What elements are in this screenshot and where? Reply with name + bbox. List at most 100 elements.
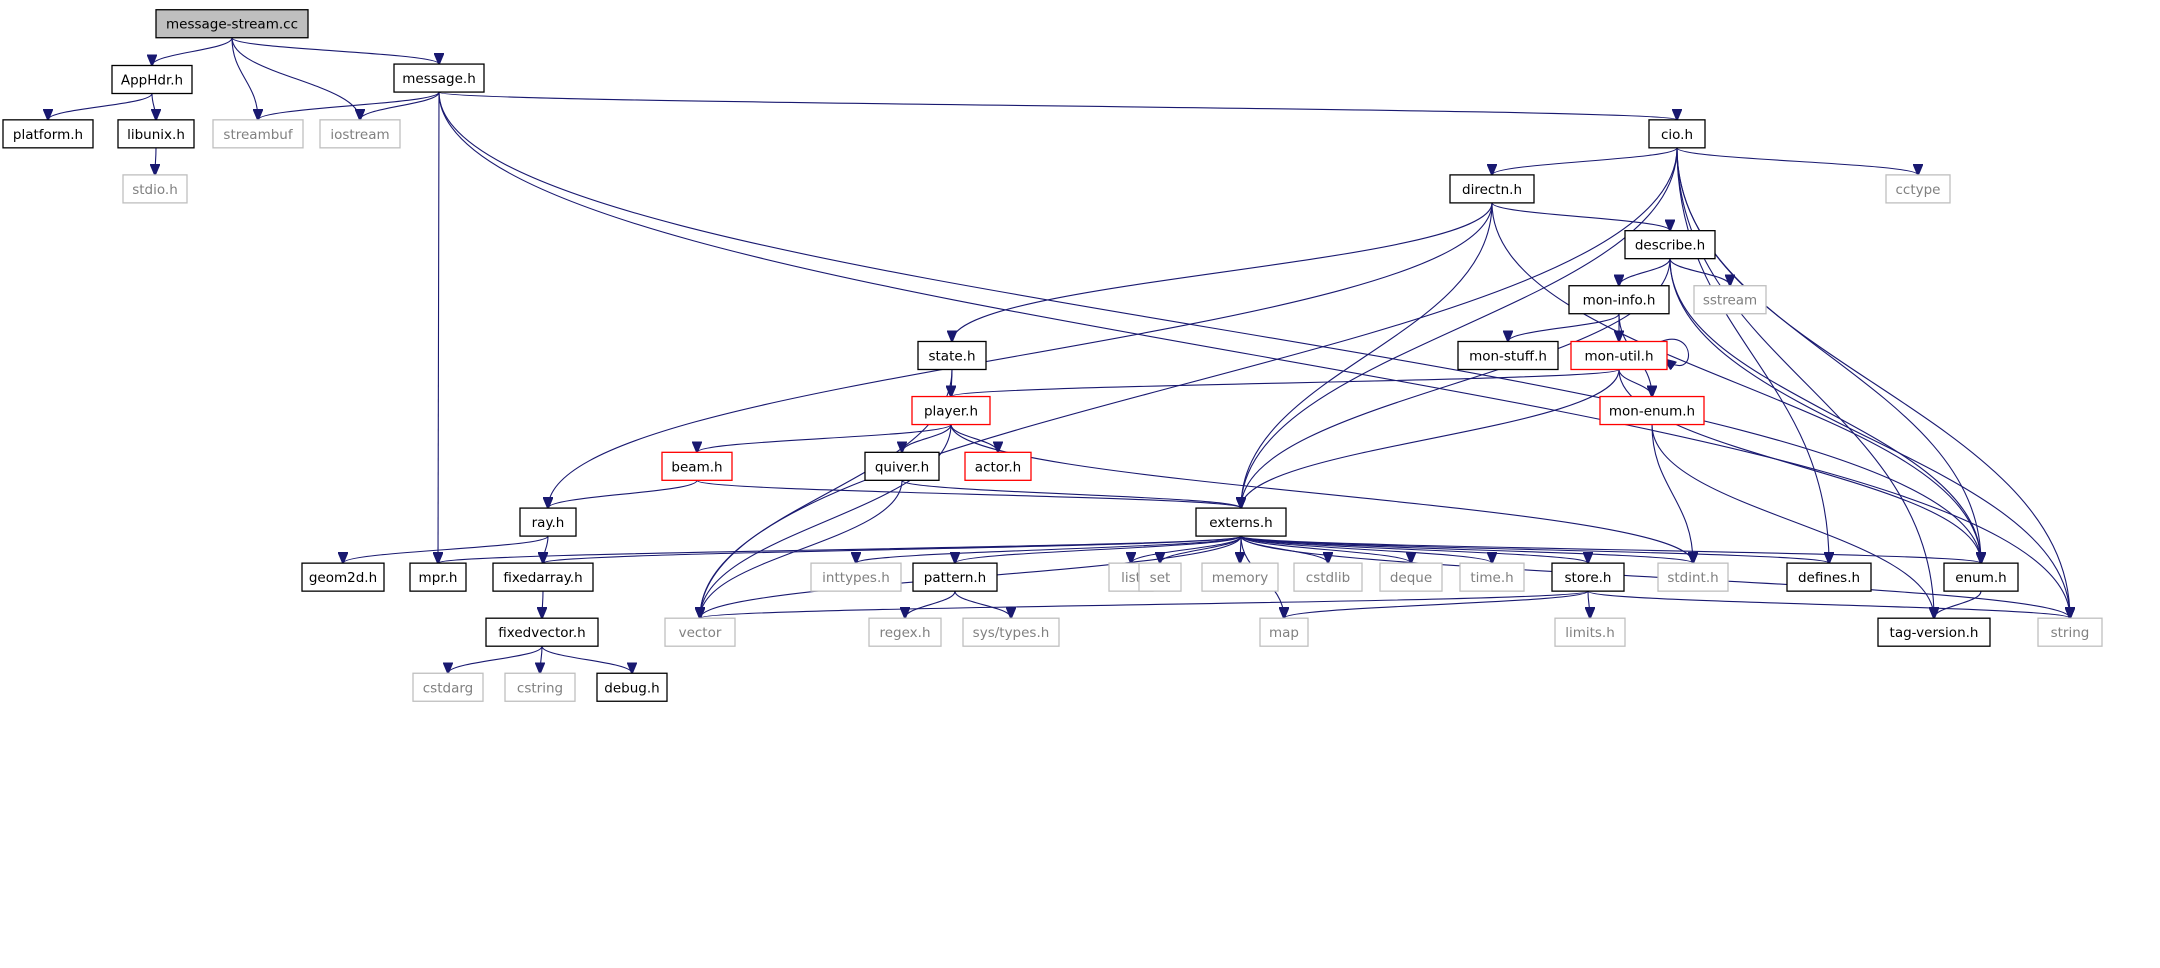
node-cstdlib: cstdlib [1293,562,1363,592]
edge-message-h-to-iostream [360,91,440,120]
edge-apphdr-h-to-libunix-h [152,93,156,120]
node-label: map [1269,625,1299,641]
node-box [1459,562,1525,592]
node-label: inttypes.h [822,570,890,586]
node-libunix-h[interactable]: libunix.h [117,119,195,149]
node-label: ray.h [532,515,565,531]
node-box [1551,562,1625,592]
node-box [212,119,304,149]
node-box [1624,230,1716,260]
node-label: debug.h [604,680,659,696]
node-platform-h[interactable]: platform.h [2,119,94,149]
node-pattern-h[interactable]: pattern.h [912,562,998,592]
edge-fixedarray-h-to-fixedvector-h [542,591,543,618]
node-box [1259,617,1309,647]
edge-externs-h-to-fixedarray-h [543,535,1242,563]
edge-externs-h-to-enum-h [1240,535,1981,563]
node-box [2037,617,2103,647]
node-label: time.h [1470,570,1513,586]
node-store-h[interactable]: store.h [1551,562,1625,592]
node-label: cctype [1895,182,1940,198]
node-state-h[interactable]: state.h [917,340,987,371]
node-box [1554,617,1626,647]
node-label: mon-info.h [1583,293,1656,309]
edge-pattern-h-to-sys-types-h [954,590,1011,618]
node-label: describe.h [1635,238,1705,254]
node-box [1138,562,1182,592]
node-fixedvector-h[interactable]: fixedvector.h [485,617,599,647]
node-apphdr-h[interactable]: AppHdr.h [111,64,193,95]
node-box [912,562,998,592]
node-box [1648,119,1706,149]
node-label: player.h [924,404,978,420]
edge-ray-h-to-fixedarray-h [543,536,549,563]
node-memory: memory [1201,562,1279,592]
node-player-h[interactable]: player.h [911,395,991,426]
node-label: beam.h [671,459,722,475]
edge-describe-h-to-sstream [1669,258,1730,286]
node-defines-h[interactable]: defines.h [1786,562,1872,592]
node-inttypes-h: inttypes.h [810,562,902,592]
edge-mon-util-h-to-mon-util-h [1660,338,1690,365]
node-box [1877,617,1991,647]
node-geom2d-h[interactable]: geom2d.h [301,562,385,592]
edge-directn-h-to-describe-h [1491,202,1670,231]
node-box [1293,562,1363,592]
node-ray-h[interactable]: ray.h [519,507,577,537]
node-box [1693,285,1767,315]
node-label: iostream [330,127,389,143]
node-box [111,64,193,95]
edge-cio-h-to-string [1676,147,2070,618]
node-describe-h[interactable]: describe.h [1624,230,1716,260]
node-box [1599,395,1705,426]
node-box [1379,562,1443,592]
node-cio-h[interactable]: cio.h [1648,119,1706,149]
edge-store-h-to-vector [700,590,1589,618]
node-beam-h[interactable]: beam.h [661,451,733,481]
node-label: cstring [517,680,563,696]
edge-mon-enum-h-to-stdint-h [1651,424,1693,564]
edge-externs-h-to-time-h [1240,535,1492,563]
node-box [868,617,942,647]
node-quiver-h[interactable]: quiver.h [864,451,940,481]
node-mon-info-h[interactable]: mon-info.h [1568,285,1670,315]
node-debug-h[interactable]: debug.h [596,672,668,702]
node-message-stream-cc[interactable]: message-stream.cc [155,9,309,39]
node-label: set [1150,570,1171,586]
edge-externs-h-to-memory [1240,536,1241,563]
edge-message-stream-cc-to-streambuf [231,37,258,120]
node-deque: deque [1379,562,1443,592]
node-fixedarray-h[interactable]: fixedarray.h [492,562,594,592]
node-label: externs.h [1209,515,1272,531]
node-sstream: sstream [1693,285,1767,315]
node-box [1449,174,1535,204]
node-directn-h[interactable]: directn.h [1449,174,1535,204]
edge-player-h-to-quiver-h [902,424,952,453]
node-enum-h[interactable]: enum.h [1943,562,2019,592]
node-mon-enum-h[interactable]: mon-enum.h [1599,395,1705,426]
node-box [1568,285,1670,315]
edge-pattern-h-to-regex-h [905,590,956,618]
node-mpr-h[interactable]: mpr.h [409,562,467,592]
edge-cio-h-to-directn-h [1492,147,1678,175]
edge-message-h-to-string [438,92,2070,618]
node-actor-h[interactable]: actor.h [964,451,1032,481]
node-label: list [1121,570,1141,586]
node-externs-h[interactable]: externs.h [1195,507,1287,537]
edge-player-h-to-beam-h [697,424,952,453]
node-vector: vector [664,617,736,647]
edge-cio-h-to-enum-h [1676,147,1981,563]
node-tag-version-h[interactable]: tag-version.h [1877,617,1991,647]
node-label: string [2051,625,2090,641]
edge-externs-h-to-string [1240,535,2070,618]
node-label: limits.h [1565,625,1615,641]
node-mon-stuff-h[interactable]: mon-stuff.h [1457,340,1559,371]
node-message-h[interactable]: message.h [393,63,485,93]
edge-message-h-to-enum-h [438,92,1981,563]
node-box [964,451,1032,481]
node-box [1943,562,2019,592]
edge-externs-h-to-inttypes-h [856,535,1242,563]
node-mon-util-h[interactable]: mon-util.h [1570,340,1668,371]
edge-quiver-h-to-externs-h [901,479,1241,508]
